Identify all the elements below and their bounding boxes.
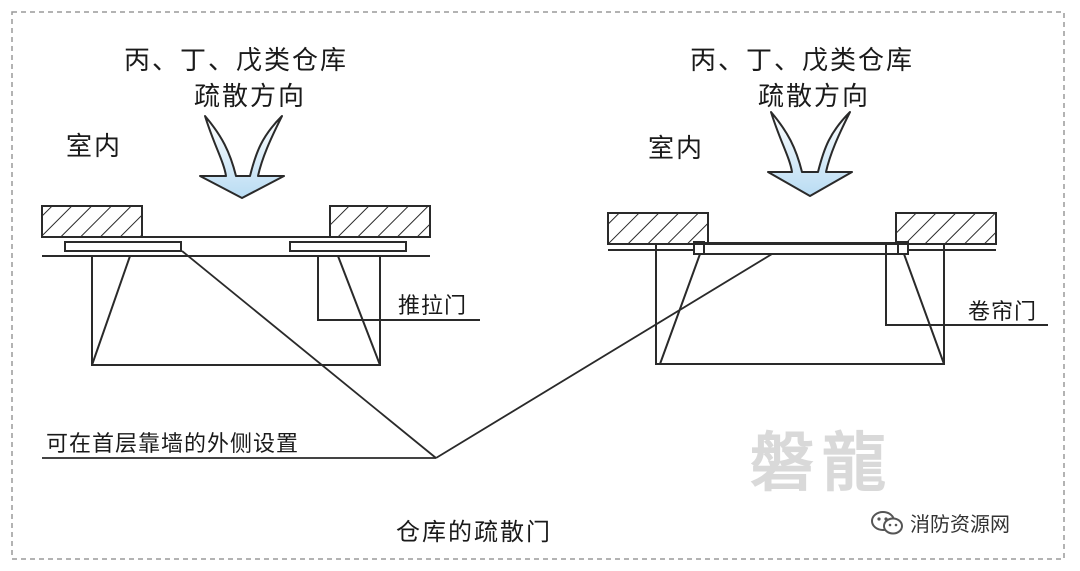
left-wall-left-hatch <box>41 205 143 238</box>
right-room-box <box>655 243 945 365</box>
right-wall-diagram <box>607 212 1048 365</box>
annotation-leader-right <box>435 253 773 459</box>
right-title-line2: 疏散方向 <box>758 82 871 112</box>
figure-caption: 仓库的疏散门 <box>396 518 552 546</box>
left-wall-diagram <box>41 205 480 366</box>
sliding-door-panel-right <box>289 241 407 252</box>
left-indoor-label: 室内 <box>66 132 123 162</box>
outer-dashed-border <box>11 11 1065 560</box>
left-title-line1: 丙、丁、戊类仓库 <box>124 46 349 76</box>
shutter-door-leader <box>885 244 1048 326</box>
annotation-leader-left <box>181 250 437 459</box>
right-wall-right-hatch <box>895 212 997 245</box>
left-room-diag-2 <box>337 255 381 366</box>
right-wall-left-hatch <box>607 212 709 245</box>
left-title-line2: 疏散方向 <box>194 82 307 112</box>
sliding-door-leader <box>317 256 480 321</box>
left-room-diag-1 <box>91 255 131 366</box>
right-title-line1: 丙、丁、戊类仓库 <box>690 46 915 76</box>
right-evacuation-arrow <box>767 111 853 197</box>
left-door-label: 推拉门 <box>398 294 468 319</box>
right-indoor-label: 室内 <box>648 134 705 164</box>
watermark-logo: 磐龍 <box>750 427 894 501</box>
left-room-box <box>91 255 381 366</box>
brand-name: 消防资源网 <box>910 512 1010 536</box>
annotation-text: 可在首层靠墙的外侧设置 <box>46 432 300 457</box>
shutter-guide-right <box>897 241 909 255</box>
annotation-leaders <box>42 250 773 459</box>
wechat-icon <box>871 510 903 534</box>
brand-badge: 消防资源网 <box>870 508 1010 537</box>
left-wall-right-hatch <box>329 205 431 238</box>
sliding-door-panel-left <box>64 241 182 252</box>
right-room-diag-2 <box>903 253 945 365</box>
right-door-label: 卷帘门 <box>968 300 1038 325</box>
left-evacuation-arrow <box>199 115 285 199</box>
